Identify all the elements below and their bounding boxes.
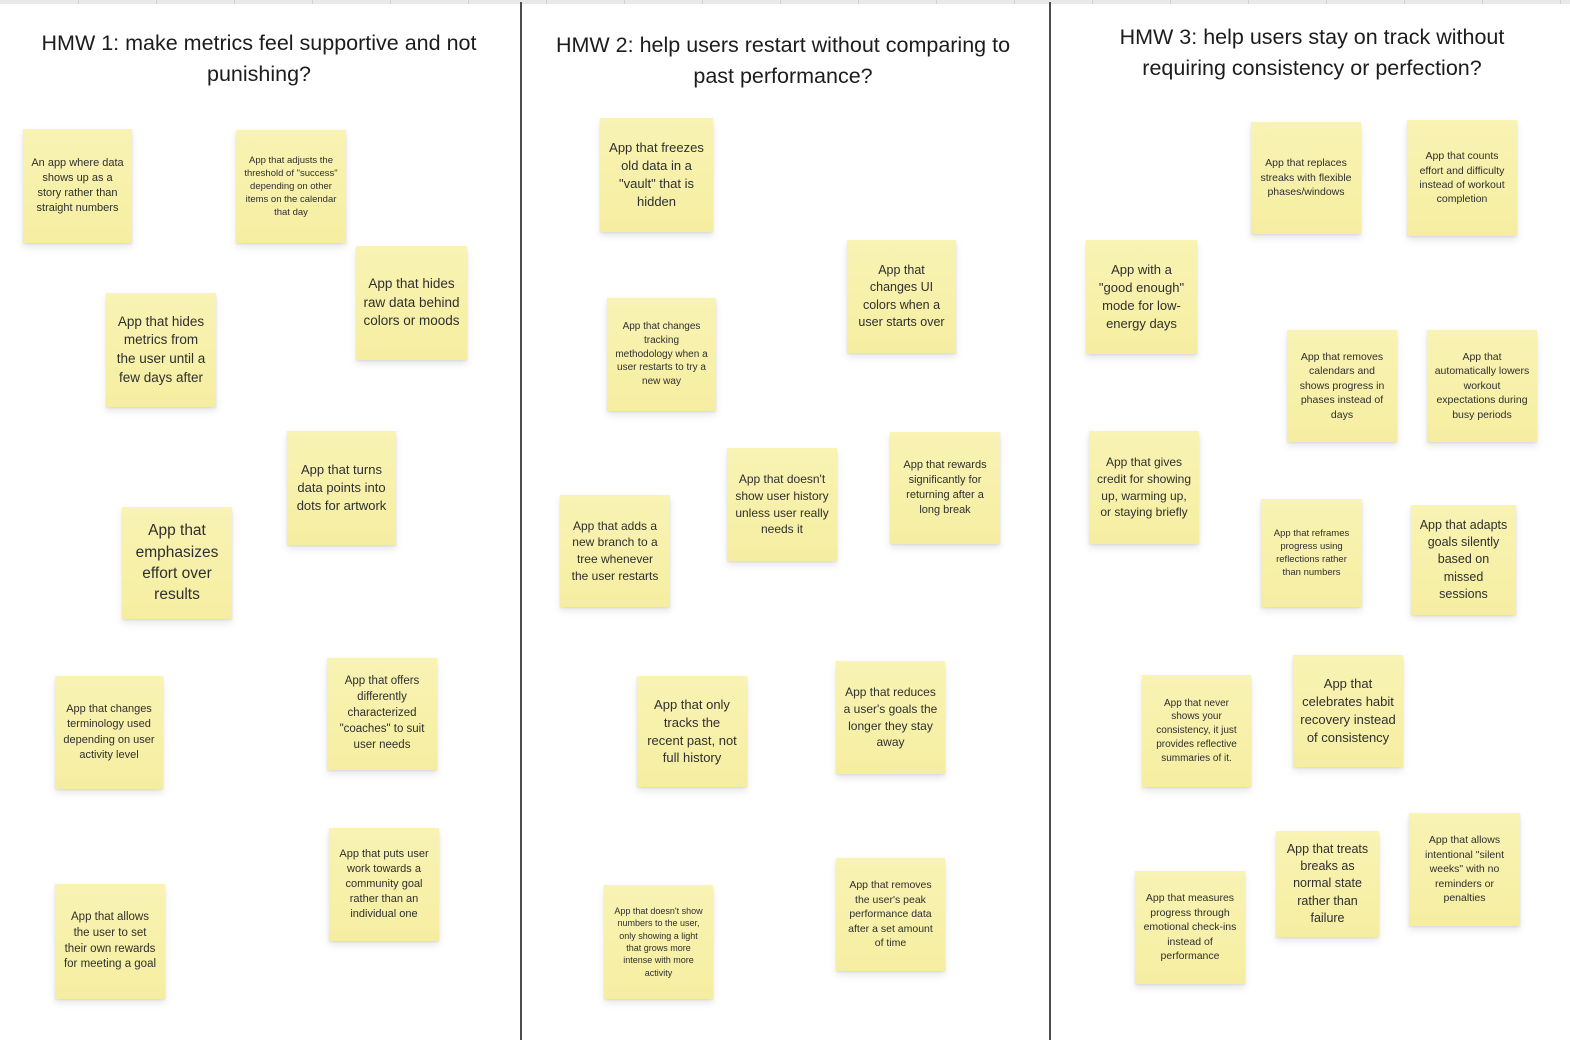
sticky-note[interactable]: App that allows intentional "silent week… (1409, 813, 1520, 926)
canvas-edge-tick (702, 0, 703, 4)
sticky-note[interactable]: App that reframes progress using reflect… (1261, 499, 1362, 607)
canvas-edge-tick (1404, 0, 1405, 4)
sticky-note[interactable]: App that measures progress through emoti… (1135, 871, 1245, 984)
canvas-edge-tick (468, 0, 469, 4)
canvas-edge-tick (1482, 0, 1483, 4)
sticky-note[interactable]: App that removes the user's peak perform… (836, 858, 945, 971)
canvas-edge-tick (1326, 0, 1327, 4)
sticky-note[interactable]: App that offers differently characterize… (327, 658, 437, 770)
canvas-edge-tick (936, 0, 937, 4)
hmw-title-3[interactable]: HMW 3: help users stay on track without … (1119, 25, 1505, 80)
sticky-note[interactable]: App that replaces streaks with flexible … (1251, 122, 1361, 234)
canvas-edge-tick (1560, 0, 1561, 4)
canvas-edge-tick (624, 0, 625, 4)
canvas-edge-tick (312, 0, 313, 4)
sticky-note[interactable]: App that changes tracking methodology wh… (607, 298, 716, 411)
canvas-edge-tick (234, 0, 235, 4)
sticky-note[interactable]: App that gives credit for showing up, wa… (1089, 431, 1199, 544)
sticky-note[interactable]: App that treats breaks as normal state r… (1276, 831, 1379, 937)
hmw-title-1[interactable]: HMW 1: make metrics feel supportive and … (41, 31, 477, 86)
sticky-note[interactable]: App that celebrates habit recovery inste… (1293, 655, 1403, 767)
sticky-note[interactable]: App that adapts goals silently based on … (1411, 505, 1516, 615)
canvas-edge-tick (546, 0, 547, 4)
sticky-note[interactable]: App that never shows your consistency, i… (1142, 675, 1251, 787)
sticky-note[interactable]: App that freezes old data in a "vault" t… (600, 118, 713, 232)
sticky-note[interactable]: App that doesn't show numbers to the use… (604, 885, 713, 999)
sticky-note[interactable]: App with a "good enough" mode for low-en… (1086, 240, 1197, 354)
sticky-note[interactable]: App that rewards significantly for retur… (890, 432, 1000, 544)
sticky-note[interactable]: App that removes calendars and shows pro… (1287, 330, 1397, 442)
sticky-note[interactable]: App that only tracks the recent past, no… (637, 676, 747, 787)
canvas-edge-tick (390, 0, 391, 4)
canvas-edge-tick (1248, 0, 1249, 4)
canvas-top-edge (0, 0, 1570, 4)
sticky-note[interactable]: App that reduces a user's goals the long… (836, 661, 945, 774)
sticky-note[interactable]: An app where data shows up as a story ra… (23, 129, 132, 243)
canvas-edge-tick (78, 0, 79, 4)
canvas-edge-tick (1170, 0, 1171, 4)
canvas-edge-tick (1014, 0, 1015, 4)
sticky-note[interactable]: App that counts effort and difficulty in… (1407, 120, 1517, 236)
sticky-note[interactable]: App that automatically lowers workout ex… (1427, 330, 1537, 442)
frame-divider-1 (520, 2, 522, 1040)
canvas-edge-tick (780, 0, 781, 4)
sticky-note[interactable]: App that puts user work towards a commun… (329, 828, 439, 941)
sticky-note[interactable]: App that hides raw data behind colors or… (356, 246, 467, 360)
sticky-note[interactable]: App that turns data points into dots for… (287, 431, 396, 545)
frame-divider-2 (1049, 2, 1051, 1040)
sticky-note[interactable]: App that adds a new branch to a tree whe… (560, 495, 670, 607)
sticky-note[interactable]: App that allows the user to set their ow… (55, 884, 165, 999)
sticky-note[interactable]: App that doesn't show user history unles… (727, 448, 837, 561)
sticky-note[interactable]: App that changes terminology used depend… (55, 676, 163, 789)
hmw-title-2[interactable]: HMW 2: help users restart without compar… (555, 33, 1011, 88)
sticky-note[interactable]: App that hides metrics from the user unt… (106, 293, 216, 407)
canvas-edge-tick (858, 0, 859, 4)
canvas-edge-tick (156, 0, 157, 4)
sticky-note[interactable]: App that adjusts the threshold of "succe… (236, 130, 346, 243)
sticky-note[interactable]: App that changes UI colors when a user s… (847, 240, 956, 353)
canvas-edge-tick (1092, 0, 1093, 4)
sticky-note[interactable]: App that emphasizes effort over results (122, 507, 232, 619)
